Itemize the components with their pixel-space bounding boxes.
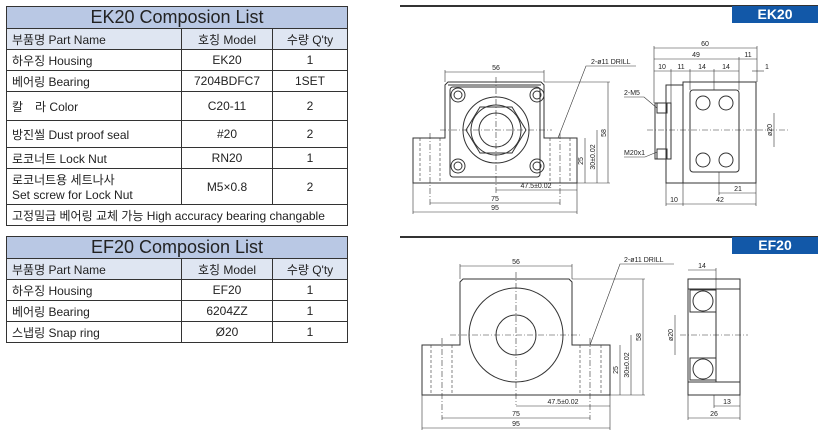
part-name: 방진씰 Dust proof seal [6, 120, 182, 148]
col-part-name: 부품명 Part Name [6, 28, 182, 50]
section-divider [400, 236, 818, 238]
qty: 2 [272, 120, 348, 148]
dim-26: 26 [710, 411, 718, 418]
ek20-badge: EK20 [732, 6, 818, 23]
dim-10-bottom: 10 [670, 197, 678, 204]
ek20-front-view: 56 58 30±0.02 25 47.5±0.02 75 95 2-ø11 D… [412, 59, 636, 214]
model: #20 [181, 120, 273, 148]
dim-phi20: ø20 [767, 124, 774, 136]
dim-1: 1 [765, 64, 769, 71]
ef20-side-view: 14 ø20 13 26 [668, 263, 748, 420]
dim-75: 75 [491, 196, 499, 203]
dim-56: 56 [512, 259, 520, 266]
ef20-composition-table: EF20 Composion List 부품명 Part Name 호칭 Mod… [6, 236, 348, 343]
part-name-ko: 로코너트용 세트나사 [12, 173, 115, 187]
dim-75: 75 [512, 411, 520, 418]
model: C20-11 [181, 91, 273, 121]
col-qty: 수량 Q'ty [272, 258, 348, 280]
dim-58: 58 [636, 333, 643, 341]
ek20-composition-table: EK20 Composion List 부품명 Part Name 호칭 Mod… [6, 6, 348, 226]
dim-14-b: 14 [722, 64, 730, 71]
dim-11-top: 11 [677, 64, 684, 71]
model: Ø20 [181, 321, 273, 343]
drill-note: 2-ø11 DRILL [591, 59, 631, 66]
col-model: 호칭 Model [181, 258, 273, 280]
ek20-side-view: 60 49 11 10 11 14 14 1 ø20 2-M5 M20x1 21… [624, 41, 790, 206]
dim-56: 56 [492, 65, 500, 72]
dim-25: 25 [613, 366, 620, 374]
dim-95: 95 [491, 205, 499, 212]
dim-58: 58 [601, 129, 608, 137]
dim-42: 42 [716, 197, 724, 204]
ef20-front-view: 56 58 30±0.02 25 47.5±0.02 75 95 2-ø11 D… [421, 257, 674, 430]
drill-note: 2-ø11 DRILL [624, 257, 664, 264]
table-footer-note: 고정밀급 베어링 교체 가능 High accuracy bearing cha… [6, 204, 348, 226]
qty: 1 [272, 321, 348, 343]
part-name: 칼 라 Color [6, 91, 182, 121]
dim-95: 95 [512, 421, 520, 428]
m20-note: M20x1 [624, 150, 645, 157]
dim-14-a: 14 [698, 64, 706, 71]
col-model: 호칭 Model [181, 28, 273, 50]
col-part-name: 부품명 Part Name [6, 258, 182, 280]
dim-phi20: ø20 [668, 329, 675, 341]
dim-30: 30±0.02 [590, 144, 597, 169]
dim-13: 13 [723, 399, 731, 406]
dim-60: 60 [701, 41, 709, 48]
part-name: 스냅링 Snap ring [6, 321, 182, 343]
table-header-row: 부품명 Part Name 호칭 Model 수량 Q'ty [6, 258, 348, 280]
dim-30: 30±0.02 [624, 352, 631, 377]
section-divider [400, 5, 818, 7]
model: 7204BDFC7 [181, 70, 273, 92]
dim-21: 21 [734, 186, 742, 193]
ef20-badge: EF20 [732, 237, 818, 254]
dim-49: 49 [692, 52, 700, 59]
dim-47-5: 47.5±0.02 [547, 399, 578, 406]
dim-47-5: 47.5±0.02 [520, 183, 551, 190]
table-header-row: 부품명 Part Name 호칭 Model 수량 Q'ty [6, 28, 348, 50]
dim-11-right: 11 [744, 52, 751, 59]
table-title: EK20 Composion List [6, 6, 348, 29]
part-name-en: Set screw for Lock Nut [12, 188, 133, 202]
dim-10-top: 10 [658, 64, 666, 71]
m5-note: 2-M5 [624, 90, 640, 97]
dim-25: 25 [578, 157, 585, 165]
dim-14: 14 [698, 263, 706, 270]
